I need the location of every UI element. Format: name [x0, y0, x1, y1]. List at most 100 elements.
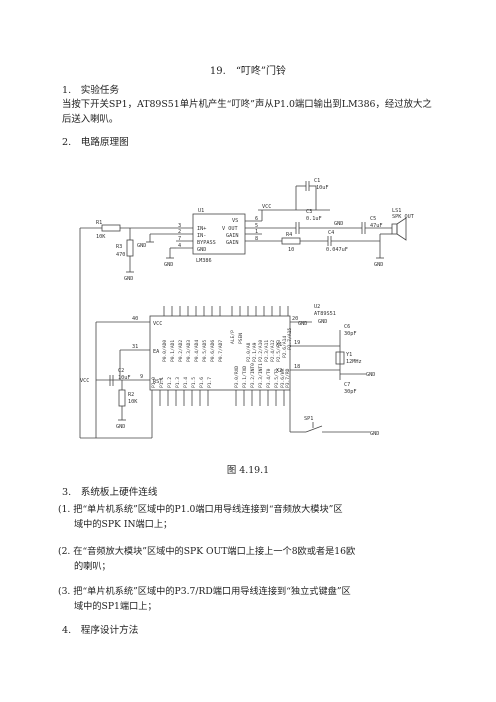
p2-5: P2.5/A13: [276, 340, 282, 362]
heading-task: 1. 实验任务: [62, 85, 120, 96]
section-title: 19. “叮咚”门铃: [209, 66, 287, 77]
p3-1: P3.1/TXD: [242, 366, 248, 388]
p2-3: P2.3/A11: [264, 340, 270, 362]
c4-label: C4: [328, 230, 334, 236]
u1-num-7: 7: [178, 236, 181, 242]
c1-value: 10uF: [316, 185, 329, 191]
u1-pin-vs: VS: [232, 218, 238, 224]
u2-pin-rst: RST: [153, 379, 162, 385]
u2-pin-vcc: VCC: [153, 321, 162, 327]
c6-label: C6: [344, 324, 350, 330]
ale-label: ALE/P: [230, 330, 236, 344]
p0-7: P0.7/AD7: [218, 340, 224, 362]
y1-value: 12MHz: [346, 359, 362, 365]
u1-pin-inplus: IN+: [197, 226, 206, 232]
u1-pin-vout: V OUT: [222, 226, 238, 232]
c3-label: C3: [306, 209, 312, 215]
u1-num-3: 3: [178, 223, 181, 229]
c5-label: C5: [370, 216, 376, 222]
lm386-label: LM386: [196, 258, 212, 264]
p2-6: P2.6/A14: [282, 336, 288, 358]
p2-2: P2.2/A10: [258, 340, 264, 362]
u1-num-4: 4: [178, 243, 181, 249]
p0-1: P0.1/AD1: [170, 340, 176, 362]
u2-num-19: 19: [294, 340, 300, 346]
heading-program: 4. 程序设计方法: [62, 625, 139, 636]
step-2-cont: 的喇叭；: [74, 561, 111, 572]
u2-pin-x1: X1: [276, 342, 282, 348]
r4-value: 10: [288, 247, 294, 253]
u1-num-8: 8: [255, 236, 258, 242]
step-3-num: (3.: [58, 586, 71, 597]
p3-6: P3.6/WR: [280, 368, 286, 388]
p1-5: P1.5: [191, 377, 197, 388]
p1-2: P1.2: [167, 377, 173, 388]
r3-gnd: GND: [124, 276, 133, 282]
p1-4: P1.4: [183, 377, 189, 388]
p0-0: P0.0/AD0: [162, 340, 168, 362]
c5-value: 47uF: [370, 223, 383, 229]
c7-value: 30pF: [344, 389, 357, 395]
u2-pin-ea: EA: [153, 349, 160, 355]
u2-gnd-right: GND: [318, 319, 327, 325]
p1-7: P1.7: [207, 377, 213, 388]
xtal-gnd: GND: [366, 372, 375, 378]
step-3-text: 把“单片机系统”区域中的P3.7/RD端口用导线连接到“独立式键盘”区: [73, 586, 351, 597]
u1-pin-gain8: GAIN: [226, 240, 239, 246]
r2-gnd: GND: [116, 424, 125, 430]
p0-5: P0.5/AD5: [202, 340, 208, 362]
p3-3: P3.3/INT1: [258, 363, 264, 388]
step-1-text: 把“单片机系统”区域中的P1.0端口用导线连接到“音频放大模块”区: [73, 504, 343, 515]
p1-3: P1.3: [175, 377, 181, 388]
step-3-cont: 域中的SP1端口上；: [74, 601, 157, 612]
c4-value: 0.047uF: [326, 247, 348, 253]
u2-num-20: 20: [292, 316, 298, 322]
c3-value: 0.1uF: [306, 216, 322, 222]
c3-gnd: GND: [334, 221, 343, 227]
ls1-label: LS1: [392, 208, 401, 214]
spk-out-label: SPK OUT: [392, 214, 414, 220]
c6-value: 30pF: [344, 331, 357, 337]
r1-label: R1: [96, 220, 102, 226]
r2-value: 10K: [128, 399, 138, 405]
p2-1: P2.1/A9: [252, 342, 258, 362]
u1-pin-bypass: BYPASS: [197, 240, 216, 246]
heading-schematic: 2. 电路原理图: [62, 137, 129, 148]
r4-label: R4: [286, 232, 292, 238]
wiring-step-1: (1. 把“单片机系统”区域中的P1.0端口用导线连接到“音频放大模块”区 域中…: [58, 502, 448, 532]
task-paragraph: 当按下开关SP1，AT89S51单片机产生“叮咚”声从P1.0端口输出到LM38…: [62, 99, 432, 125]
c7-label: C7: [344, 382, 350, 388]
psen-label: PSEN: [238, 333, 244, 344]
u2-label: U2: [314, 304, 320, 310]
heading-wiring: 3. 系统板上硬件连线: [62, 487, 158, 498]
u2-num-31: 31: [132, 344, 138, 350]
step-1-num: (1.: [58, 504, 71, 515]
vcc2-label: VCC: [262, 204, 271, 210]
u1-pin-gnd: GND: [197, 247, 206, 253]
p0-4: P0.4/AD4: [194, 340, 200, 362]
wiring-step-3: (3. 把“单片机系统”区域中的P3.7/RD端口用导线连接到“独立式键盘”区 …: [58, 584, 448, 614]
step-1-cont: 域中的SPK IN端口上；: [74, 519, 173, 530]
u1-gnd: GND: [164, 262, 173, 268]
p2-7: P2.7/A15: [287, 328, 293, 350]
step-2-text: 在“音频放大模块”区域中的SPK OUT端口上接上一个8欧或者是16欧: [73, 546, 356, 557]
p2-4: P2.4/A12: [270, 340, 276, 362]
p0-2: P0.2/AD2: [178, 340, 184, 362]
wiring-step-2: (2. 在“音频放大模块”区域中的SPK OUT端口上接上一个8欧或者是16欧 …: [58, 544, 448, 574]
u1-pin-gain1: GAIN: [226, 233, 239, 239]
p3-4: P3.4/T0: [266, 368, 272, 388]
y1-label: Y1: [346, 352, 352, 358]
c2-value: 10uF: [118, 375, 131, 381]
in-gnd: GND: [137, 243, 146, 249]
u1-num-5: 5: [255, 223, 258, 229]
u1-num-1: 1: [255, 229, 258, 235]
r2-label: R2: [128, 392, 134, 398]
p1-0: P1.0: [151, 377, 157, 388]
figure-caption: 图 4.19.1: [226, 465, 270, 476]
p0-6: P0.6/AD6: [210, 340, 216, 362]
rst-vcc-label: VCC: [80, 378, 89, 384]
u1-num-6: 6: [255, 216, 258, 222]
r3-label: R3: [116, 244, 122, 250]
c1-label: C1: [314, 178, 320, 184]
